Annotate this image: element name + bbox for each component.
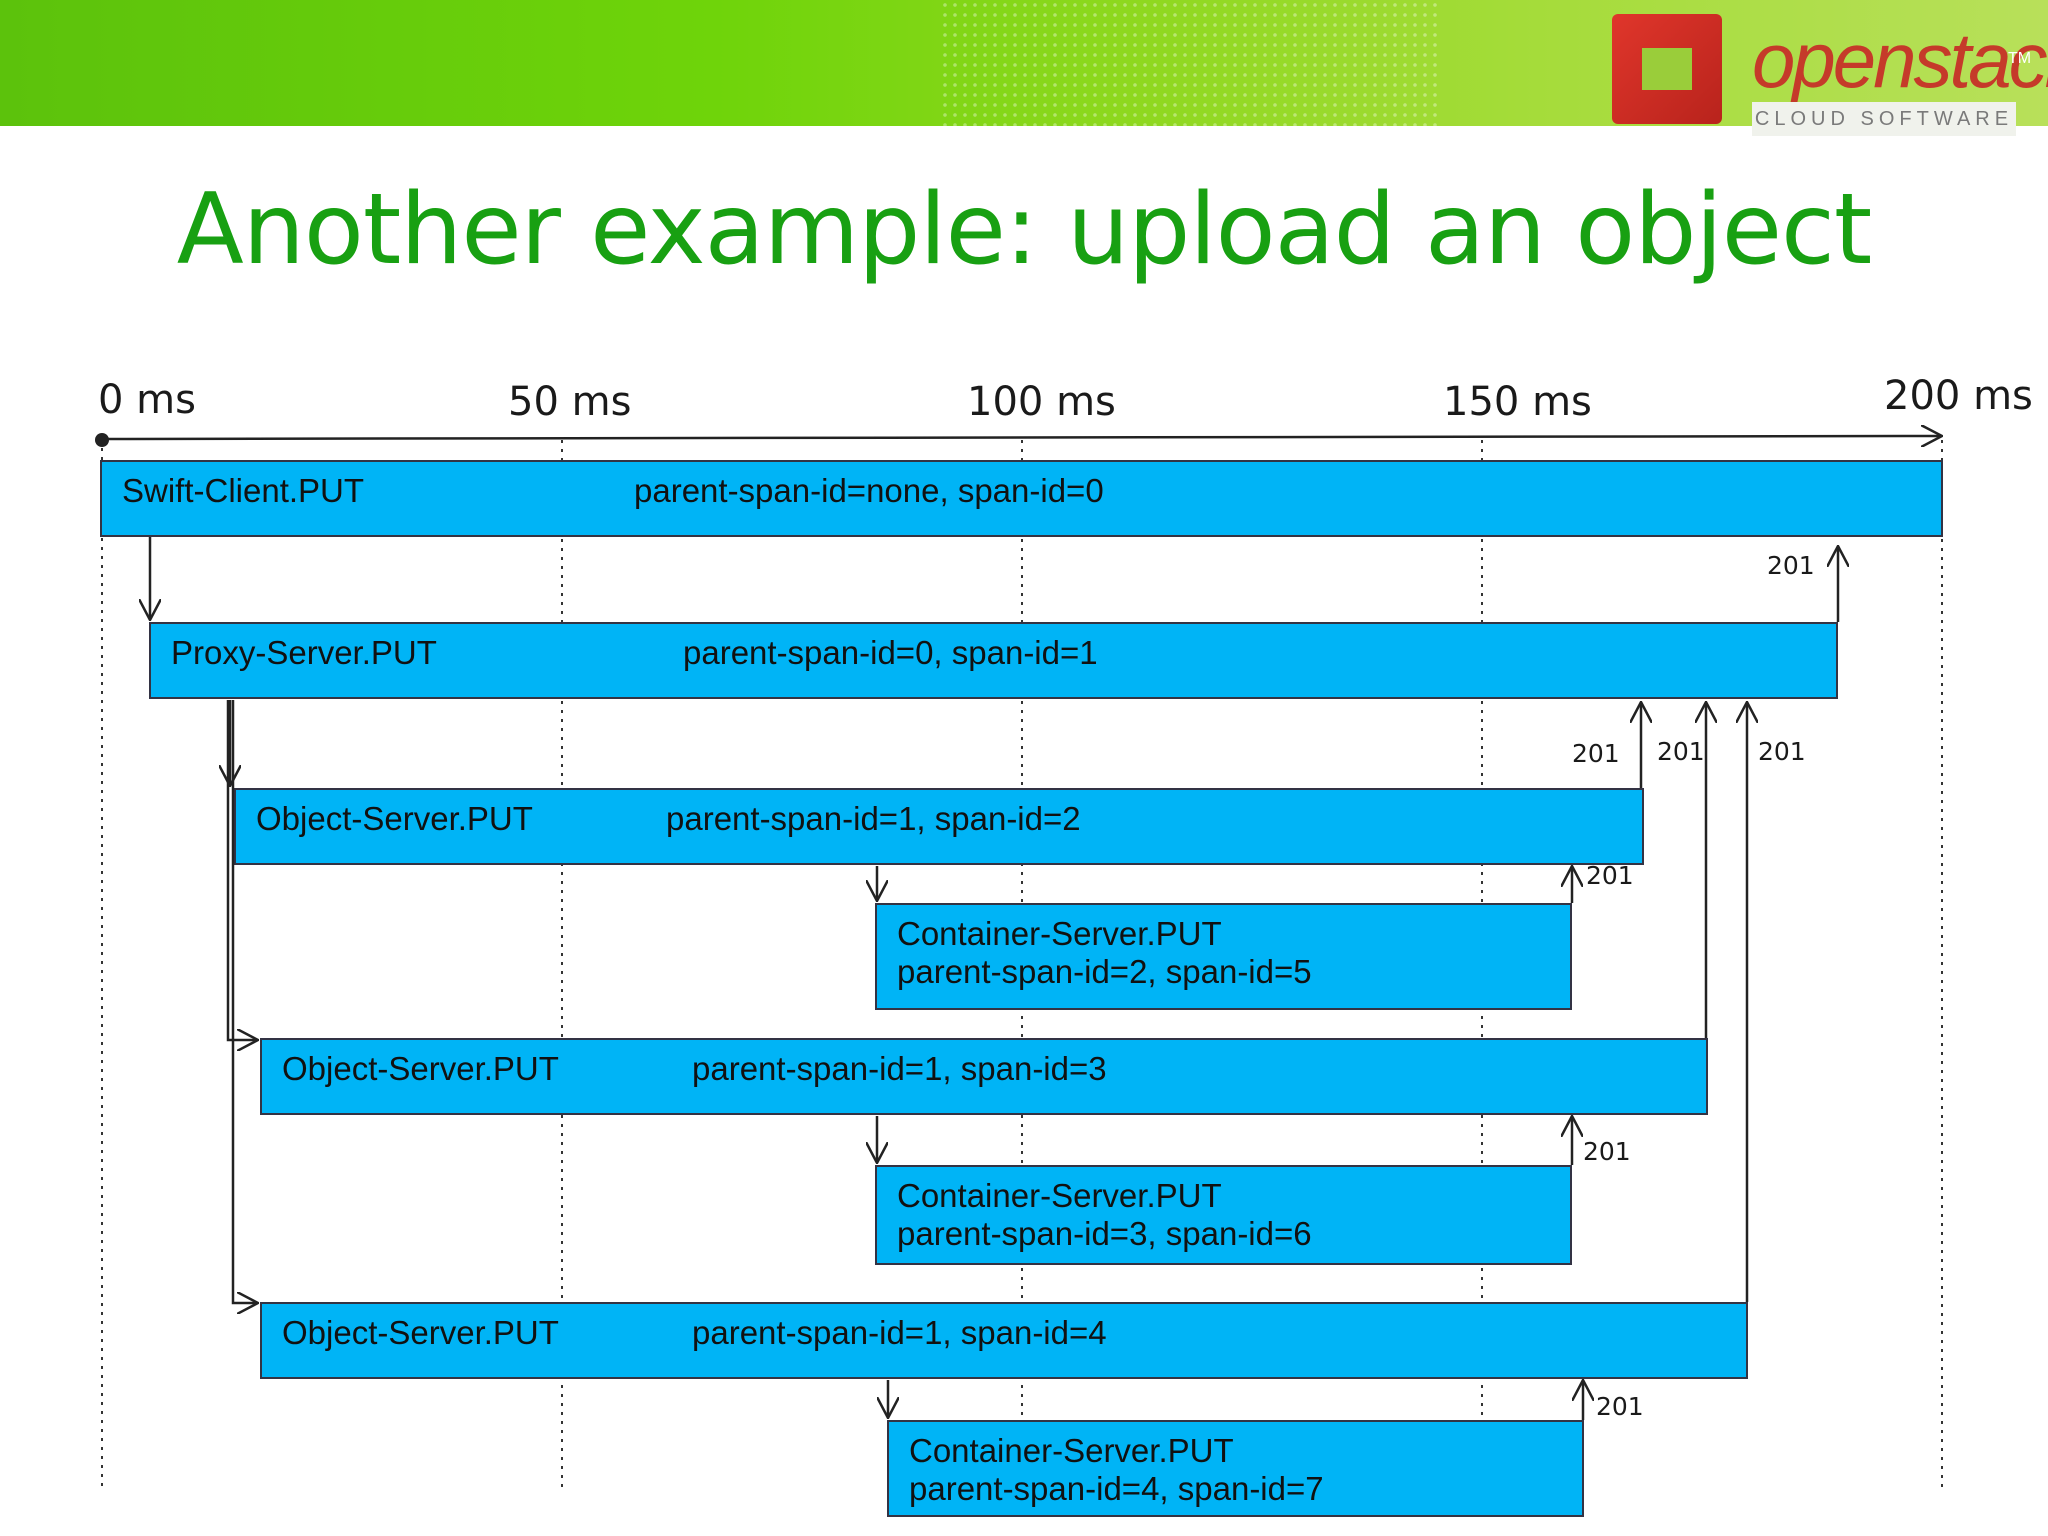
call-arrow: [226, 700, 258, 1040]
span-bar-3: Object-Server.PUT parent-span-id=1, span…: [260, 1038, 1708, 1115]
response-code-label: 201: [1767, 551, 1815, 580]
tick-label-200: 200 ms: [1884, 373, 2033, 419]
span-name: Object-Server.PUT: [256, 800, 533, 837]
span-bar-0: Swift-Client.PUT parent-span-id=none, sp…: [100, 460, 1943, 537]
span-ids: parent-span-id=3, span-id=6: [897, 1215, 1312, 1252]
call-arrow: [231, 700, 258, 1303]
span-bar-4: Object-Server.PUT parent-span-id=1, span…: [260, 1302, 1748, 1379]
span-name: Object-Server.PUT: [282, 1050, 559, 1087]
logo-subtitle: CLOUD SOFTWARE: [1752, 102, 2016, 136]
span-name: Object-Server.PUT: [282, 1314, 559, 1351]
span-name: Container-Server.PUT: [897, 1177, 1222, 1214]
slide-title: Another example: upload an object: [176, 173, 1873, 287]
span-bar-5: Container-Server.PUT parent-span-id=2, s…: [875, 903, 1572, 1010]
tick-label-0: 0 ms: [98, 377, 196, 423]
span-bar-6: Container-Server.PUT parent-span-id=3, s…: [875, 1165, 1572, 1265]
response-code-label: 201: [1758, 737, 1806, 766]
axis-line: [101, 436, 1942, 439]
axis-origin-dot: [95, 433, 109, 447]
span-ids: parent-span-id=none, span-id=0: [634, 472, 1104, 509]
response-code-label: 201: [1583, 1137, 1631, 1166]
span-name: Proxy-Server.PUT: [171, 634, 437, 671]
span-name: Container-Server.PUT: [897, 915, 1222, 952]
span-ids: parent-span-id=1, span-id=3: [692, 1050, 1107, 1087]
span-ids: parent-span-id=4, span-id=7: [909, 1470, 1324, 1507]
response-code-label: 201: [1586, 861, 1634, 890]
span-bar-2: Object-Server.PUT parent-span-id=1, span…: [234, 788, 1644, 865]
span-bar-1: Proxy-Server.PUT parent-span-id=0, span-…: [149, 622, 1838, 699]
response-code-label: 201: [1596, 1392, 1644, 1421]
span-ids: parent-span-id=0, span-id=1: [683, 634, 1098, 671]
span-ids: parent-span-id=1, span-id=4: [692, 1314, 1107, 1351]
span-name: Swift-Client.PUT: [122, 472, 365, 509]
return-arrows: [1572, 546, 1838, 1420]
response-code-label: 201: [1657, 737, 1705, 766]
openstack-cube-icon: [1612, 14, 1722, 124]
response-code-label: 201: [1572, 739, 1620, 768]
tick-label-100: 100 ms: [967, 379, 1116, 425]
span-ids: parent-span-id=2, span-id=5: [897, 953, 1312, 990]
tick-label-50: 50 ms: [508, 379, 632, 425]
world-map-graphic: [940, 0, 1440, 126]
logo-trademark: TM: [2008, 50, 2032, 67]
tick-label-150: 150 ms: [1443, 379, 1592, 425]
span-bar-7: Container-Server.PUT parent-span-id=4, s…: [887, 1420, 1584, 1517]
call-arrows: [150, 537, 888, 1418]
time-axis: [95, 433, 1942, 447]
header-band: openstack TM CLOUD SOFTWARE: [0, 0, 2048, 136]
openstack-logo: openstack TM CLOUD SOFTWARE: [1612, 8, 2048, 136]
span-ids: parent-span-id=1, span-id=2: [666, 800, 1081, 837]
span-name: Container-Server.PUT: [909, 1432, 1234, 1469]
logo-wordmark: openstack: [1752, 16, 2048, 104]
